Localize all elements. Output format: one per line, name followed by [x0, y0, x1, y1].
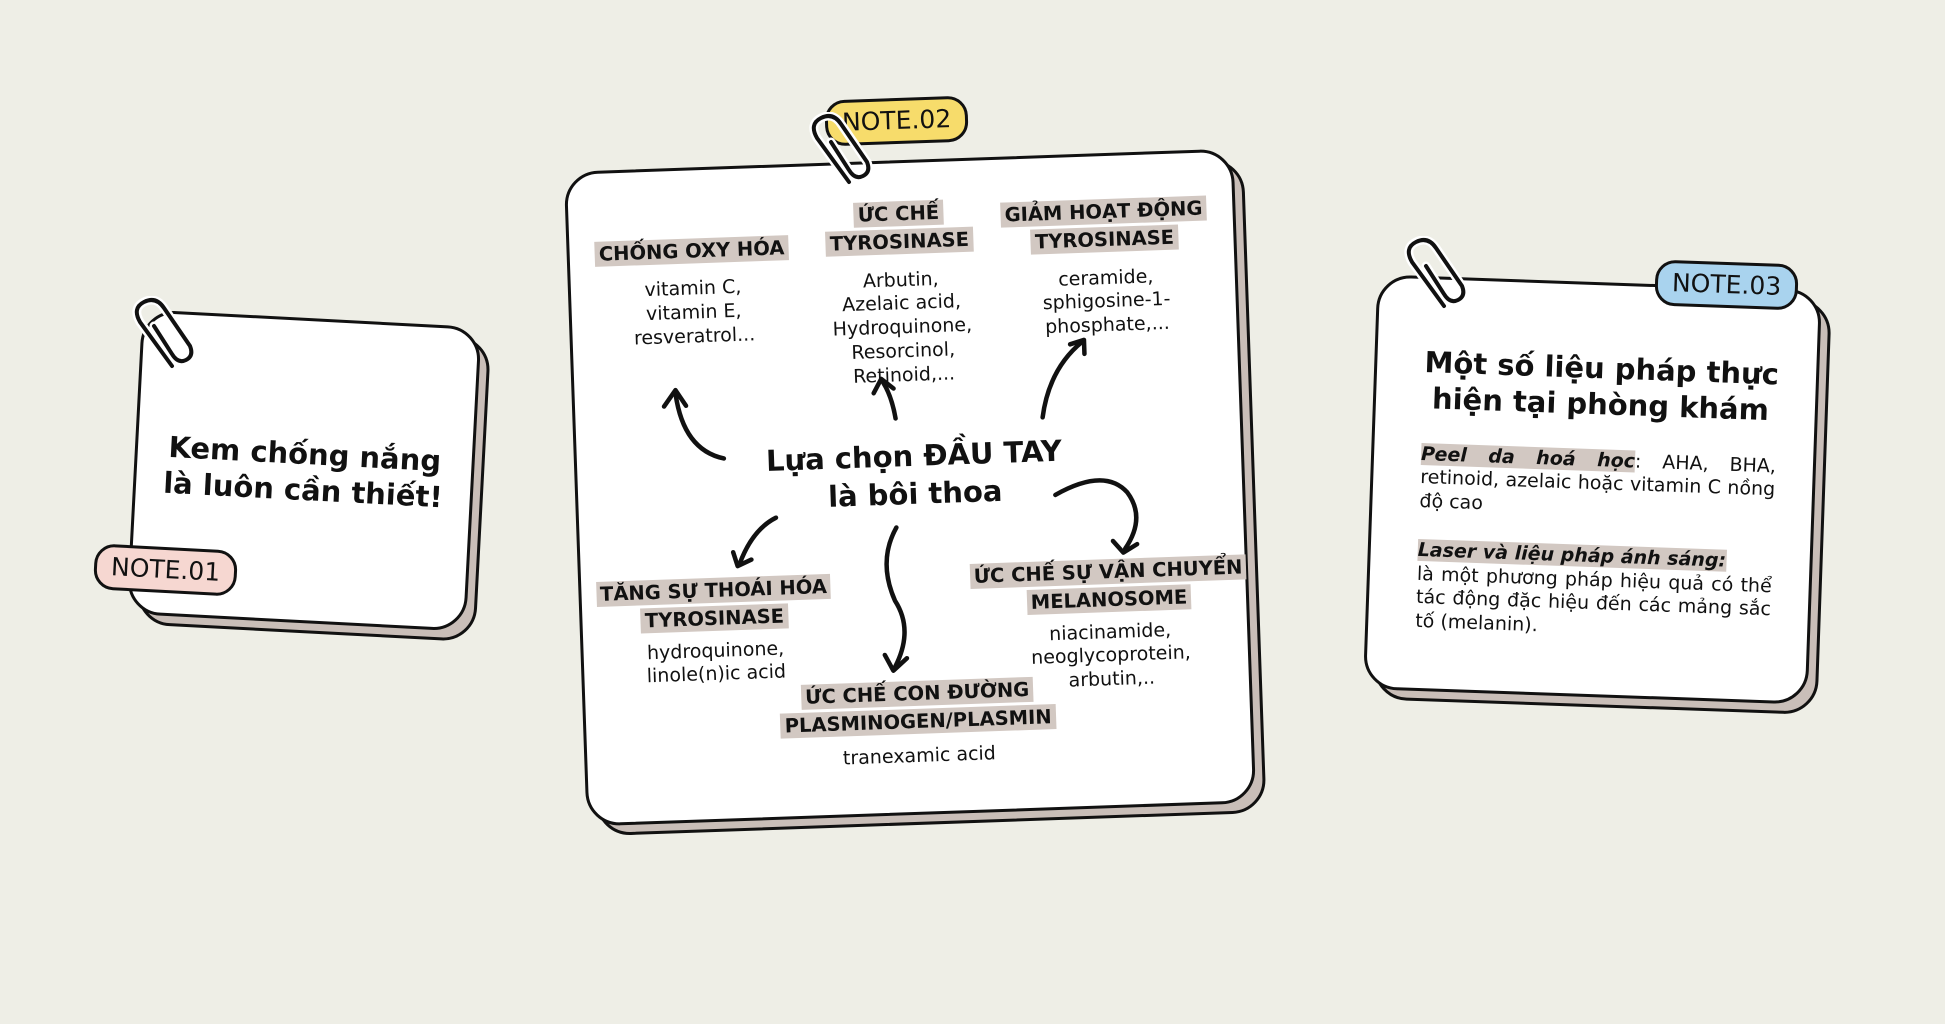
paperclip-icon	[1404, 236, 1468, 311]
note-03-item-laser: Laser và liệu pháp ánh sáng: là một phươ…	[1415, 539, 1773, 646]
note-02-card: CHỐNG OXY HÓA vitamin C, vitamin E, resv…	[563, 148, 1267, 837]
note-03-tag-label: NOTE.03	[1671, 268, 1782, 301]
note-03-title: Một số liệu pháp thực hiện tại phòng khá…	[1422, 344, 1779, 429]
note-03-content: Một số liệu pháp thực hiện tại phòng khá…	[1415, 344, 1780, 646]
arrow-tyrosinase-inhibit	[881, 380, 898, 421]
note-01-tag-label: NOTE.01	[110, 552, 221, 587]
arrow-plasmin-pathway	[884, 525, 907, 669]
paperclip-icon	[132, 296, 196, 371]
diagram-arrows	[661, 337, 1140, 673]
note-03-item-laser-text: là một phương pháp hiệu quả có thể tác đ…	[1414, 562, 1773, 636]
arrow-melanosome-transfer	[1053, 478, 1139, 551]
note-03-card: Một số liệu pháp thực hiện tại phòng khá…	[1362, 274, 1832, 715]
paperclip-icon	[809, 112, 873, 187]
note-03-tag: NOTE.03	[1654, 259, 1799, 310]
arrow-tyrosinase-degrade	[737, 515, 779, 567]
arrow-antioxidant	[673, 391, 727, 461]
note-03-item-peel: Peel da hoá học: AHA, BHA, retinoid, aze…	[1419, 442, 1776, 526]
arrow-tyrosinase-reduce	[1040, 339, 1085, 420]
note-01-tag: NOTE.01	[92, 543, 239, 597]
